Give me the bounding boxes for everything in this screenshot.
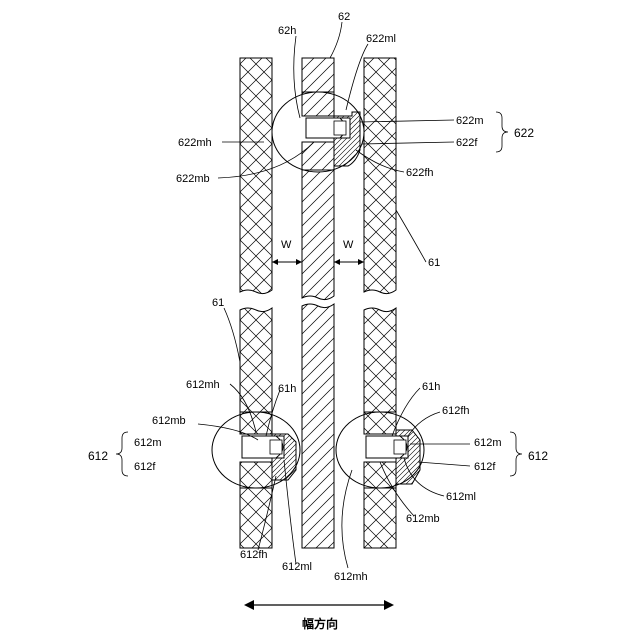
label-622f: 622f — [456, 137, 478, 149]
lower-right-fastener-612 — [336, 412, 424, 488]
label-622mh: 622mh — [178, 137, 212, 149]
label-61h-right: 61h — [422, 381, 440, 393]
label-622m: 622m — [456, 115, 484, 127]
label-612f-left: 612f — [134, 461, 156, 473]
label-62h: 62h — [278, 25, 296, 37]
label-w-right: W — [343, 239, 354, 251]
label-612-left: 612 — [88, 449, 108, 463]
label-612mh-bottom: 612mh — [334, 571, 368, 583]
label-622fh: 622fh — [406, 167, 434, 179]
label-612mb-left: 612mb — [152, 415, 186, 427]
label-612mb-right: 612mb — [406, 513, 440, 525]
label-61-right: 61 — [428, 257, 440, 269]
label-622mb: 622mb — [176, 173, 210, 185]
label-612mh-upper: 612mh — [186, 379, 220, 391]
label-612ml-right: 612ml — [446, 491, 476, 503]
label-612f-right: 612f — [474, 461, 496, 473]
label-612-right: 612 — [528, 449, 548, 463]
upper-fastener-622 — [272, 92, 364, 172]
label-width-direction: 幅方向 — [302, 616, 338, 631]
label-612fh-right: 612fh — [442, 405, 470, 417]
label-612m-left: 612m — [134, 437, 162, 449]
label-61-left: 61 — [212, 297, 224, 309]
label-622ml: 622ml — [366, 33, 396, 45]
lower-left-fastener-612 — [212, 412, 300, 488]
width-direction-arrow — [244, 600, 394, 610]
label-612ml-bottom: 612ml — [282, 561, 312, 573]
label-612fh-bottom: 612fh — [240, 549, 268, 561]
label-612m-right: 612m — [474, 437, 502, 449]
label-622: 622 — [514, 126, 534, 140]
label-61h-left: 61h — [278, 383, 296, 395]
label-62: 62 — [338, 11, 350, 23]
label-w-left: W — [281, 239, 292, 251]
